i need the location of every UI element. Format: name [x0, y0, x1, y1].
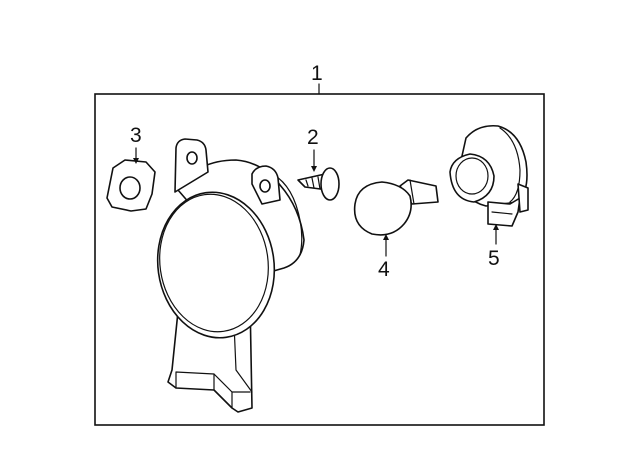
- part-3-gasket[interactable]: [106, 159, 156, 212]
- part-5-socket[interactable]: [449, 124, 529, 227]
- callout-4-label: 4: [378, 258, 390, 281]
- callout-2-label: 2: [307, 126, 319, 149]
- callout-5-arrow: [493, 224, 499, 245]
- callout-3-label: 3: [130, 124, 142, 147]
- callout-3-arrow: [133, 147, 139, 164]
- callout-1-label: 1: [311, 62, 323, 85]
- callout-5-label: 5: [488, 247, 500, 270]
- part-2-screw[interactable]: [297, 167, 340, 201]
- callout-4-arrow: [383, 234, 389, 257]
- part-1-fog-lamp-housing[interactable]: [148, 138, 305, 413]
- callout-2-arrow: [311, 149, 317, 172]
- part-4-bulb[interactable]: [353, 179, 439, 236]
